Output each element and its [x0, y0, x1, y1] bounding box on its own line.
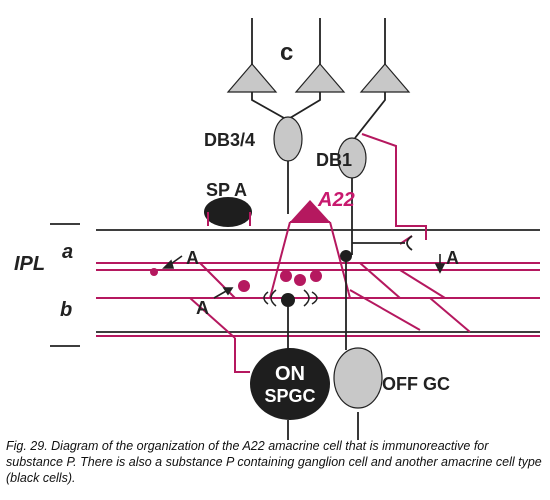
db1-terminal	[345, 235, 413, 262]
on-spgc-magenta-dendrite	[234, 338, 250, 373]
figure-caption: Fig. 29. Diagram of the organization of …	[6, 439, 542, 485]
ipl-label: IPL	[14, 253, 45, 275]
synaptic-terminals	[150, 268, 322, 307]
ipl-lamina-lines	[50, 223, 540, 347]
db1-terminal-dot	[340, 250, 352, 262]
off-gc-ganglion-cell	[333, 347, 383, 409]
cones-label: c	[280, 39, 293, 66]
ganglion-axons	[287, 262, 359, 440]
bipolar-connections	[251, 92, 386, 255]
db34-bipolar-cell	[273, 116, 303, 162]
db34-label: DB3/4	[204, 130, 255, 150]
sublamina-b-label: b	[60, 299, 72, 321]
magenta-processes	[96, 262, 540, 339]
amacrine-lower-left-label: A	[196, 298, 209, 318]
amacrine-upper-left-label: A	[186, 248, 199, 268]
on-spgc-ganglion-cell	[250, 348, 330, 420]
arrows	[162, 254, 446, 299]
on-spgc-label-line1: ON	[275, 363, 305, 385]
amacrine-right-label: A	[446, 248, 459, 268]
on-spgc-label-line2: SPGC	[264, 386, 315, 406]
cone-middle	[294, 63, 346, 93]
cone-right	[359, 63, 411, 93]
cone-photoreceptors	[226, 18, 411, 93]
a22-label: A22	[317, 189, 355, 211]
spa-amacrine-cell	[204, 197, 252, 227]
off-gc-label: OFF GC	[382, 374, 450, 394]
db1-label: DB1	[316, 150, 352, 170]
db1-magenta-feedback	[361, 133, 427, 245]
db1-bipolar-cell	[337, 137, 367, 179]
cone-left	[226, 63, 278, 93]
a22-amacrine-cell	[269, 200, 351, 299]
sublamina-a-label: a	[62, 241, 73, 263]
spa-label: SP A	[206, 180, 247, 200]
